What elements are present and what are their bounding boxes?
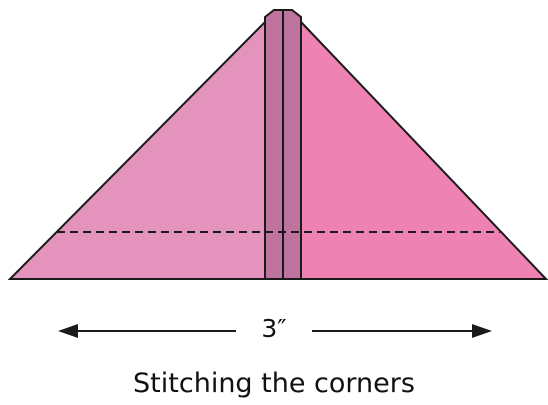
measurement-label: 3″ xyxy=(261,314,287,343)
arrow-left-icon xyxy=(58,324,78,338)
fabric-left-half xyxy=(7,19,266,280)
arrow-right-icon xyxy=(472,324,492,338)
diagram-caption: Stitching the corners xyxy=(133,368,415,399)
fabric-right-half xyxy=(300,19,548,280)
